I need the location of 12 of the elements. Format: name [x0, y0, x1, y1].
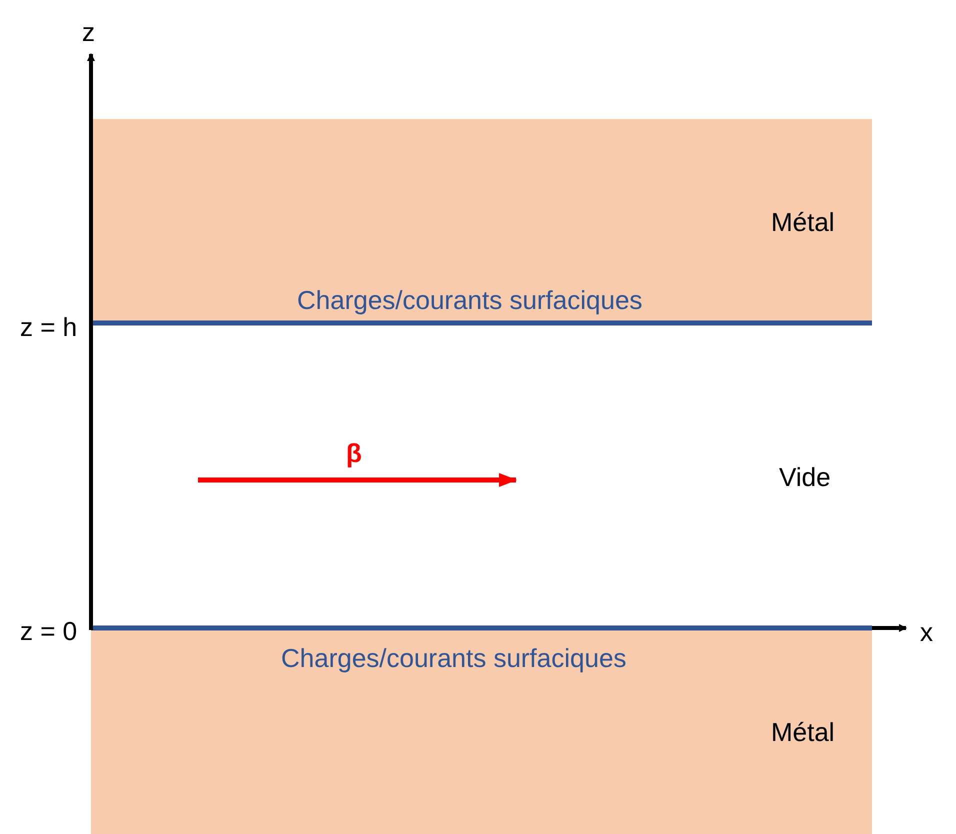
metal-region — [91, 628, 872, 834]
axis-tick-label: z = h — [20, 312, 78, 342]
axis-label: x — [920, 617, 933, 647]
metal-region — [91, 119, 872, 323]
vector-label: β — [346, 438, 362, 468]
axis-tick-label: z = 0 — [20, 616, 78, 646]
region-label: Métal — [771, 207, 835, 237]
axis-label: z — [82, 17, 95, 47]
boundary-label: Charges/courants surfaciques — [297, 285, 642, 315]
region-label: Vide — [779, 462, 831, 492]
region-label: Métal — [771, 717, 835, 747]
boundary-label: Charges/courants surfaciques — [281, 643, 626, 673]
